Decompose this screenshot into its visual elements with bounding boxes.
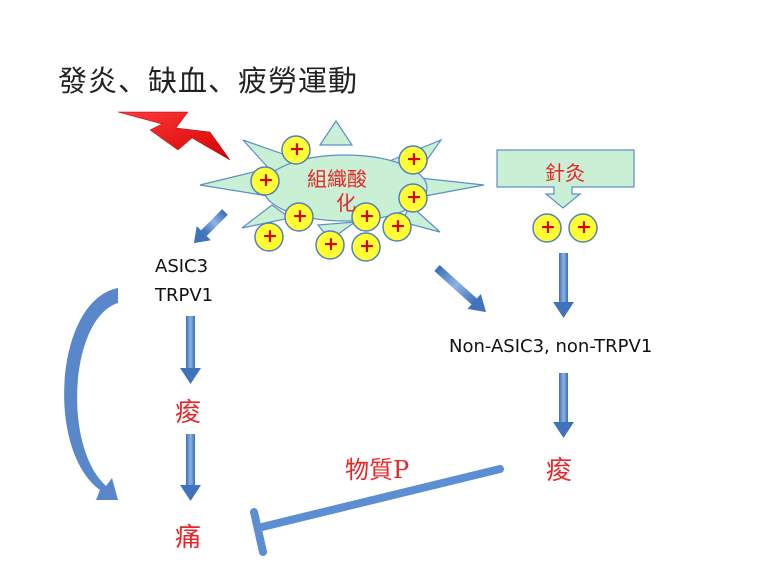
plus-sign: + <box>406 186 422 208</box>
left-soreness-label: 痠 <box>175 398 202 428</box>
non-asic3-non-trpv1-label: Non-ASIC3, non-TRPV1 <box>449 336 653 357</box>
ion-particle <box>315 230 345 260</box>
right-soreness-label: 痠 <box>546 456 573 486</box>
plus-sign: + <box>390 215 406 237</box>
asic3-label: ASIC3 <box>155 256 209 277</box>
ion-particle <box>284 202 314 232</box>
plus-sign: + <box>292 205 308 227</box>
arrows <box>64 209 574 556</box>
ion-particle <box>250 166 280 196</box>
arrow-to-non-asic3 <box>434 265 487 313</box>
ion-particle <box>254 222 284 252</box>
plus-sign: + <box>323 233 339 255</box>
lightning-bolt-icon <box>117 111 231 161</box>
arrow-right-to-soreness <box>553 373 574 438</box>
arrow-acupuncture-down <box>553 253 574 318</box>
plus-sign: + <box>289 138 305 160</box>
plus-sign: + <box>258 169 274 191</box>
ion-particle <box>382 212 412 242</box>
ion-particle <box>532 213 562 243</box>
ion-particle <box>568 213 598 243</box>
ion-particles <box>250 135 598 262</box>
substance-p-label: 物質P <box>345 456 410 484</box>
acupuncture-label: 針灸 <box>545 161 585 185</box>
plus-sign: + <box>406 148 422 170</box>
ion-particle <box>351 232 381 262</box>
ion-particle <box>281 135 311 165</box>
plus-sign: + <box>576 216 592 238</box>
plus-sign: + <box>262 225 278 247</box>
plus-sign: + <box>540 216 556 238</box>
ion-particle <box>398 183 428 213</box>
acupuncture-callout <box>496 149 635 209</box>
ion-particle <box>398 145 428 175</box>
arrow-left-to-pain <box>180 434 201 501</box>
curved-arrow-asic3-to-pain <box>64 288 118 500</box>
arrow-to-asic3 <box>193 209 228 244</box>
inhibition-bar-substance-p <box>250 465 504 556</box>
plus-sign: + <box>359 235 375 257</box>
tissue-acidification-label-line2: 化 <box>336 191 356 215</box>
tissue-acidification-label-line1: 組織酸 <box>307 167 367 191</box>
diagram-title: 發炎、缺血、疲勞運動 <box>58 64 359 98</box>
arrow-left-to-soreness <box>180 316 201 384</box>
left-pain-label: 痛 <box>175 523 202 553</box>
plus-sign: + <box>359 205 375 227</box>
ion-particle <box>351 202 381 232</box>
trpv1-label: TRPV1 <box>155 285 214 306</box>
